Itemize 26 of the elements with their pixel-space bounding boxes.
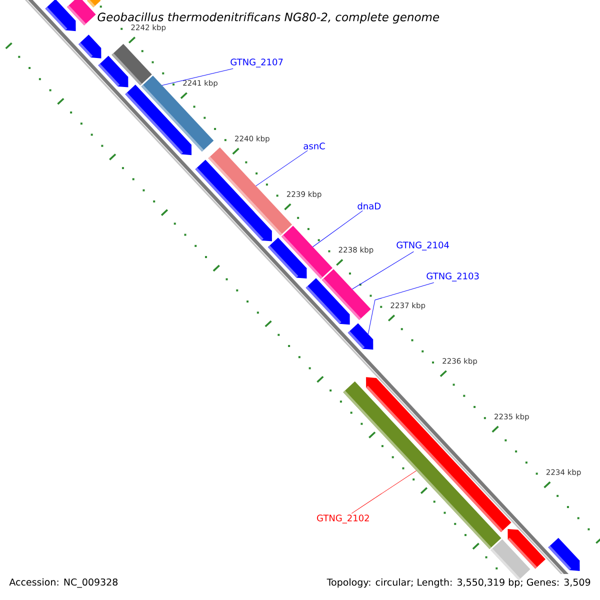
gene-marker: [548, 538, 580, 571]
leader-line: [368, 282, 434, 334]
leader-line: [162, 68, 234, 86]
gene-marker: [195, 160, 272, 242]
leader-line: [352, 251, 414, 290]
footer-text: Accession: NC_009328: [9, 578, 118, 588]
gene-marker: [306, 278, 350, 325]
leader-line: [351, 470, 417, 514]
title: Geobacillus thermodenitrificans NG80-2, complete genome: [96, 11, 441, 25]
gene-marker: [268, 238, 307, 278]
gene-label: dnaD: [358, 202, 381, 210]
gene-marker: [98, 56, 128, 88]
gene-label: GTNG_2102: [317, 514, 369, 524]
gene-label: GTNG_2104: [396, 242, 449, 250]
gene-bar: [67, 0, 96, 26]
gene-marker: [348, 323, 374, 350]
gene-marker: [78, 34, 102, 58]
gene-bar: [87, 0, 101, 8]
gene-label: GTNG_2103: [426, 272, 479, 282]
leader-line: [312, 210, 363, 248]
gene-label: GTNG_2107: [230, 58, 283, 68]
gene-label: asnC: [304, 142, 325, 150]
gene-marker: [125, 84, 192, 156]
gene-marker: [45, 0, 76, 32]
footer-text: Topology: circular; Length: 3,550,319 bp; Genes: 3,509: [326, 578, 590, 588]
leader-line: [256, 150, 308, 186]
